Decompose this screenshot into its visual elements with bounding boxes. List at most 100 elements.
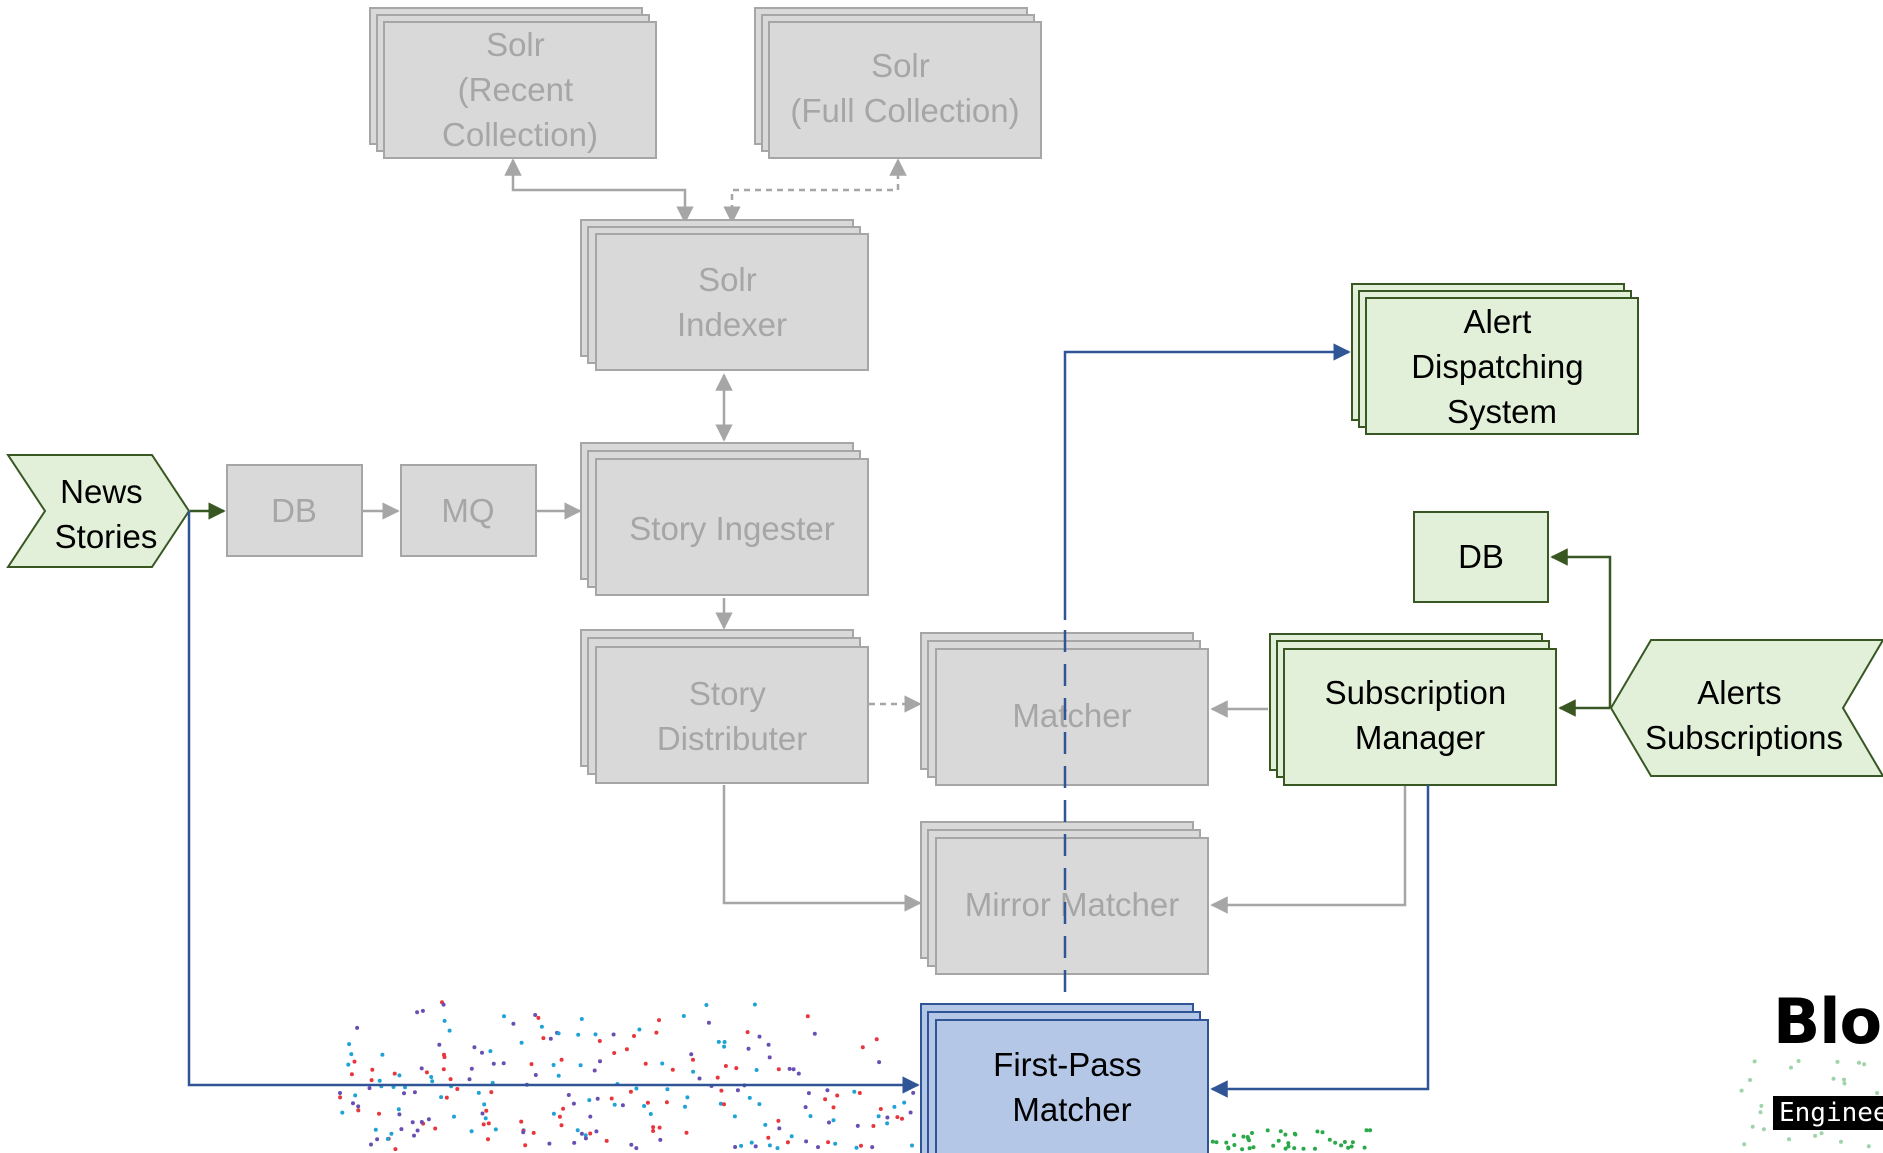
scatter-dot (816, 1145, 820, 1150)
scatter-dot (826, 1140, 831, 1145)
scatter-dot (1739, 1088, 1744, 1093)
scatter-dot (575, 1128, 580, 1133)
green-components: News Stories Alert Dispatching System DB (6, 283, 1883, 786)
scatter-dot (733, 1145, 738, 1149)
scatter-dot (442, 1052, 446, 1057)
scatter-dot (351, 1101, 355, 1106)
scatter-dot (578, 1063, 583, 1068)
scatter-dot (1292, 1131, 1297, 1136)
scatter-dot (757, 1102, 762, 1107)
scatter-dot (559, 1123, 564, 1128)
scatter-dot (430, 1079, 435, 1084)
scatter-dot (340, 1110, 345, 1115)
svg-text:Solr (Full Collection): Solr (Full Collection) (790, 47, 1019, 129)
scatter-dot (1862, 1062, 1867, 1067)
scatter-dot (651, 1129, 656, 1133)
scatter-dot (472, 1045, 477, 1050)
solr-recent-line2: (Recent (458, 71, 574, 108)
scatter-dot (722, 1102, 726, 1107)
scatter-dot (735, 1088, 740, 1093)
scatter-dot (857, 1091, 862, 1095)
scatter-dot (1866, 1144, 1871, 1149)
mq-node: MQ (400, 464, 537, 557)
scatter-dot (1247, 1138, 1251, 1143)
scatter-dot (855, 1123, 860, 1128)
scatter-dot (812, 1031, 817, 1036)
scatter-dot (489, 1090, 494, 1095)
scatter-dot (1240, 1147, 1245, 1152)
scatter-dot (531, 1130, 536, 1135)
scatter-dot (681, 1014, 686, 1018)
scatter-dot (533, 1073, 538, 1077)
scatter-dot (877, 1060, 882, 1065)
scatter-dot (539, 1024, 544, 1029)
scatter-dot (1796, 1059, 1801, 1063)
scatter-dot (571, 1101, 576, 1106)
solr-recent-line1: Solr (486, 26, 545, 63)
scatter-dot (643, 1061, 648, 1066)
scatter-dot (369, 1142, 373, 1147)
scatter-dot (719, 1088, 724, 1093)
connector-indexer-solr-recent (504, 158, 694, 224)
alert-dispatching-line3: System (1447, 393, 1557, 430)
scatter-dot (1819, 1131, 1824, 1136)
scatter-dot (835, 1093, 840, 1098)
scatter-dot (611, 1032, 616, 1037)
scatter-dot (484, 1108, 489, 1113)
scatter-dot (689, 1052, 694, 1057)
scatter-dot (908, 1110, 913, 1115)
alerts-subscriptions-node: Alerts Subscriptions (1609, 639, 1883, 777)
scatter-dot (419, 1066, 424, 1071)
scatter-dot (767, 1143, 772, 1148)
scatter-dot (437, 1042, 442, 1047)
scatter-dot (579, 1131, 584, 1136)
scatter-dot (579, 1017, 584, 1021)
scatter-dot (732, 1114, 737, 1119)
scatter-dot (706, 1020, 711, 1025)
scatter-dot (493, 1127, 498, 1132)
scatter-dot (529, 1062, 534, 1067)
scatter-dot (1276, 1138, 1281, 1143)
scatter-dot (752, 1002, 757, 1007)
scatter-dot (1333, 1140, 1338, 1145)
scatter-dot (397, 1112, 402, 1117)
scatter-dot (787, 1066, 792, 1071)
scatter-dot (483, 1116, 488, 1121)
scatter-dot (1232, 1133, 1236, 1138)
scatter-dot (481, 1122, 486, 1127)
scatter-dot (447, 1028, 452, 1033)
scatter-dot (1247, 1146, 1252, 1151)
scatter-dot (1842, 1077, 1846, 1082)
scatter-dot (1748, 1078, 1752, 1082)
db-right-label: DB (1458, 538, 1504, 575)
blue-connectors (187, 343, 1430, 1098)
scatter-dot (557, 1114, 562, 1119)
connector-submgr-mirror (1210, 785, 1407, 914)
scatter-dot (805, 1014, 810, 1019)
matcher-label: Matcher (1012, 697, 1131, 734)
alert-dispatching-line1: Alert (1463, 303, 1531, 340)
connector-firstpass-alerts (1063, 343, 1351, 620)
solr-recent-line3: Collection) (442, 116, 598, 153)
scatter-dot (691, 1057, 695, 1062)
scatter-dot (609, 1096, 614, 1101)
scatter-dot (338, 1095, 343, 1100)
scatter-dot (660, 1061, 665, 1066)
scatter-dot (1831, 1076, 1836, 1081)
scatter-dot (556, 1073, 561, 1078)
scatter-dot (1364, 1128, 1369, 1133)
first-pass-matcher-line2: Matcher (1012, 1091, 1131, 1128)
story-distributer-node: Story Distributer (580, 629, 869, 784)
scatter-dot (670, 1067, 675, 1072)
solr-indexer-line1: Solr (698, 261, 757, 298)
scatter-dot (521, 1130, 526, 1135)
scatter-dot (598, 1059, 602, 1064)
scatter-dot (753, 1144, 758, 1149)
scatter-dot (420, 1008, 425, 1013)
scatter-dot (648, 1112, 653, 1116)
scatter-dot (349, 1072, 354, 1077)
brand-logo-text: Bloc (1773, 985, 1883, 1058)
solr-indexer-line2: Indexer (677, 306, 787, 343)
scatter-dot (831, 1105, 836, 1110)
scatter-dot (399, 1127, 404, 1132)
